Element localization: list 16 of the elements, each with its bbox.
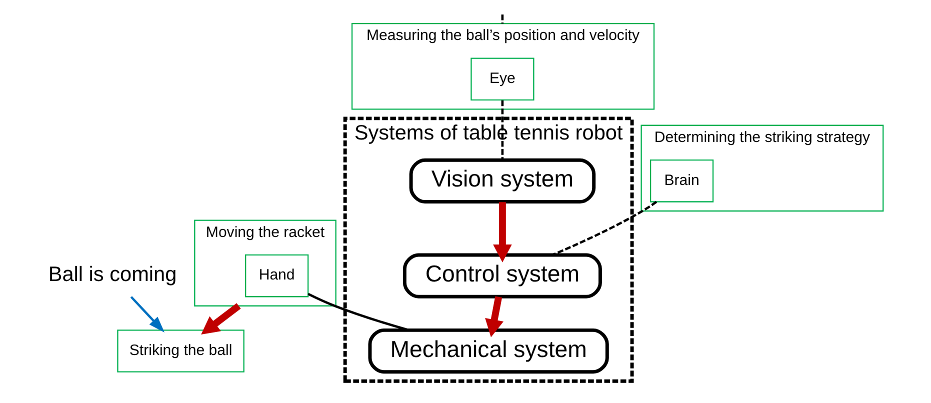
connector — [551, 200, 657, 256]
node-text: Ball is coming — [48, 262, 176, 286]
connector — [500, 100, 504, 160]
node-box: Vision system — [408, 158, 596, 204]
arrow — [492, 202, 512, 262]
node-box: Mechanical system — [368, 328, 608, 374]
node-box: Hand — [244, 254, 308, 298]
node-box: Eye — [470, 58, 534, 101]
node-box: Brain — [649, 160, 714, 202]
arrow — [200, 303, 240, 334]
node-box: Control system — [402, 253, 602, 298]
connector — [307, 292, 409, 332]
arrow — [484, 296, 504, 338]
node-box: Striking the ball — [116, 330, 244, 372]
arrow — [130, 296, 164, 333]
connector — [500, 14, 504, 24]
